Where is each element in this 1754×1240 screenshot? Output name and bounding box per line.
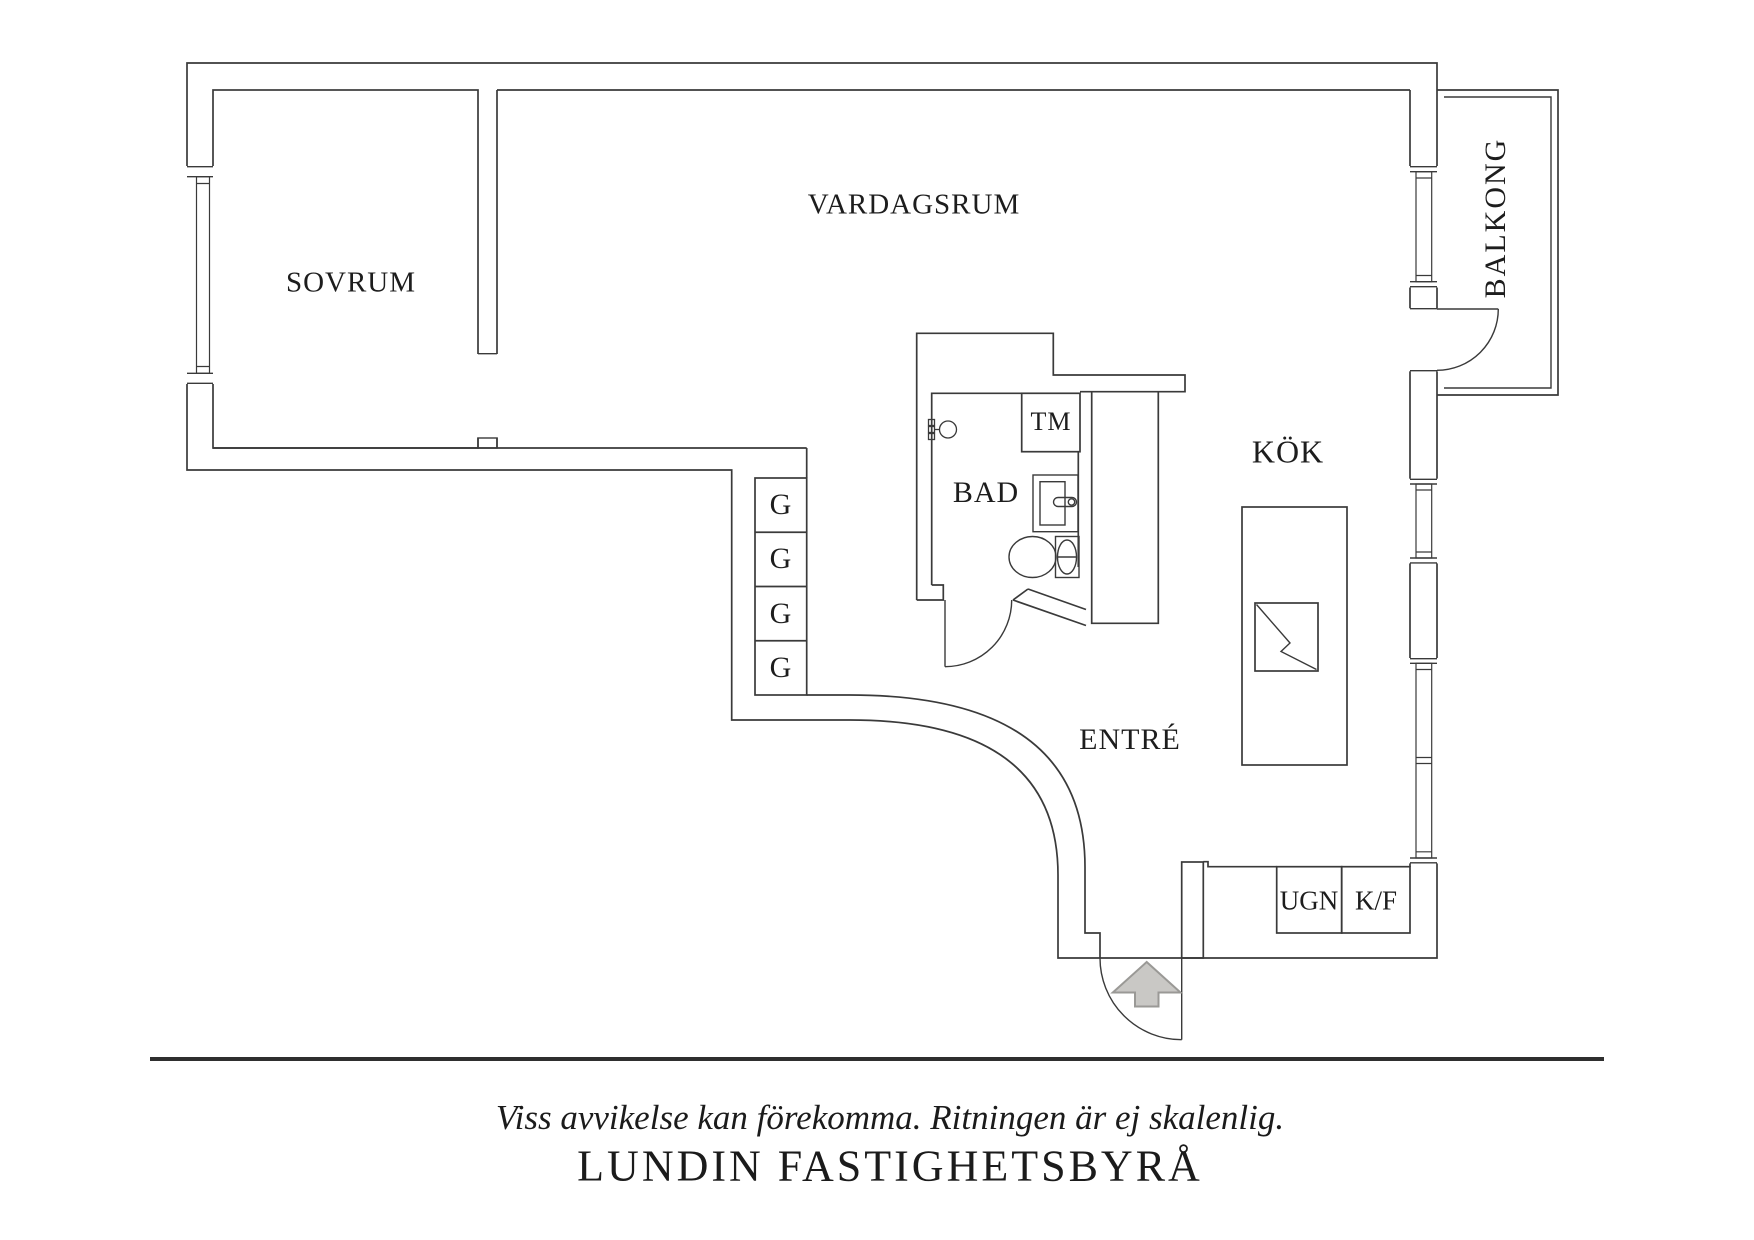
bathroom-door: [944, 599, 1013, 668]
inner-bottom-wall-left: [213, 447, 808, 478]
kitchen-window-lower: [1410, 658, 1437, 864]
room-label-sovrum: SOVRUM: [285, 266, 417, 299]
balcony-door: [1410, 308, 1499, 372]
bedroom-doorway-stub: [477, 437, 498, 449]
kitchen-island: [1241, 506, 1348, 766]
fixture-label-fridge-freezer: K/F: [1354, 885, 1398, 916]
outer-wall-boundary: [186, 62, 1438, 959]
toilet-icon: [1008, 535, 1080, 579]
fridge-freezer-box: [1340, 865, 1411, 934]
curved-hall-wall: [806, 694, 1101, 958]
wardrobe-closets: [754, 477, 808, 696]
closet-label: G: [769, 597, 793, 630]
symbols-layer: [187, 166, 1499, 1041]
balcony-window: [1410, 166, 1437, 288]
bedroom-window: [187, 166, 213, 384]
closet-label: G: [769, 651, 793, 684]
room-label-balkong: BALKONG: [1479, 137, 1512, 299]
washbasin-icon: [1032, 474, 1079, 533]
room-label-bad: BAD: [952, 476, 1020, 509]
kitchen-window-upper: [1410, 478, 1437, 564]
opening-masks: [185, 166, 1439, 864]
closet-label: G: [769, 488, 793, 521]
room-label-vardagsrum: VARDAGSRUM: [807, 188, 1021, 221]
footer-brand-logotype: LUNDIN FASTIGHETSBYRÅ: [577, 1141, 1203, 1191]
fixture-label-oven: UGN: [1279, 885, 1339, 916]
fixture-label-washing-machine: TM: [1030, 407, 1072, 436]
entry-arrow-icon: [1110, 960, 1184, 1008]
room-label-kok: KÖK: [1251, 433, 1325, 470]
balcony-outline: [1437, 89, 1559, 396]
kitchen-counter-run: [1180, 860, 1411, 959]
bathroom-walls: [915, 332, 1186, 627]
room-label-entre: ENTRÉ: [1079, 723, 1181, 756]
shower-icon: [927, 418, 958, 441]
footer-disclaimer: Viss avvikelse kan förekomma. Ritningen …: [495, 1098, 1285, 1137]
walls-layer: [186, 62, 1559, 959]
closet-label: G: [769, 542, 793, 575]
entrance-door: [1099, 957, 1183, 1041]
footer-divider: [150, 1057, 1604, 1061]
